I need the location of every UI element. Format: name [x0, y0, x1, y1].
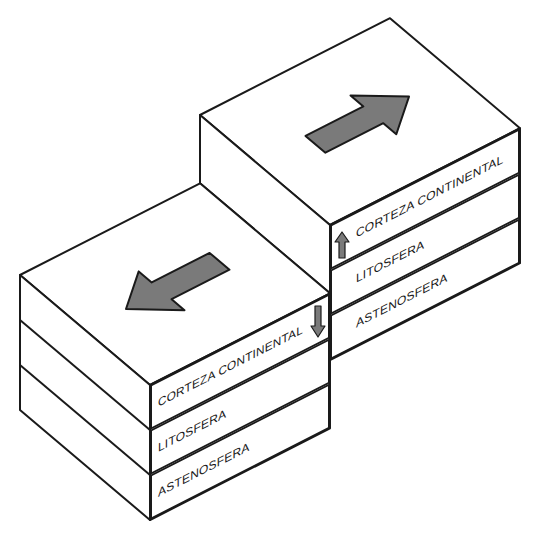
block-front-face	[150, 293, 330, 520]
subsidence-arrow	[311, 306, 325, 337]
layer-boundary	[20, 365, 150, 475]
layer-label: ASTENOSFERA	[356, 271, 448, 331]
layer-band: CORTEZA CONTINENTAL	[150, 293, 330, 430]
layer-band: CORTEZA CONTINENTAL	[330, 128, 520, 270]
layer-label: LITOSFERA	[158, 407, 226, 455]
layer-band: ASTENOSFERA	[150, 383, 330, 520]
layer-boundary	[20, 320, 150, 430]
movement-arrow	[126, 253, 230, 310]
block-front-face	[330, 128, 520, 360]
layer-label: CORTEZA CONTINENTAL	[158, 323, 303, 410]
uplift-arrow	[335, 232, 349, 258]
movement-arrow	[306, 95, 410, 152]
layer-label: ASTENOSFERA	[158, 440, 250, 500]
block-side-face	[20, 275, 150, 520]
layer-label: LITOSFERA	[356, 238, 424, 286]
layer-label: CORTEZA CONTINENTAL	[356, 153, 503, 241]
